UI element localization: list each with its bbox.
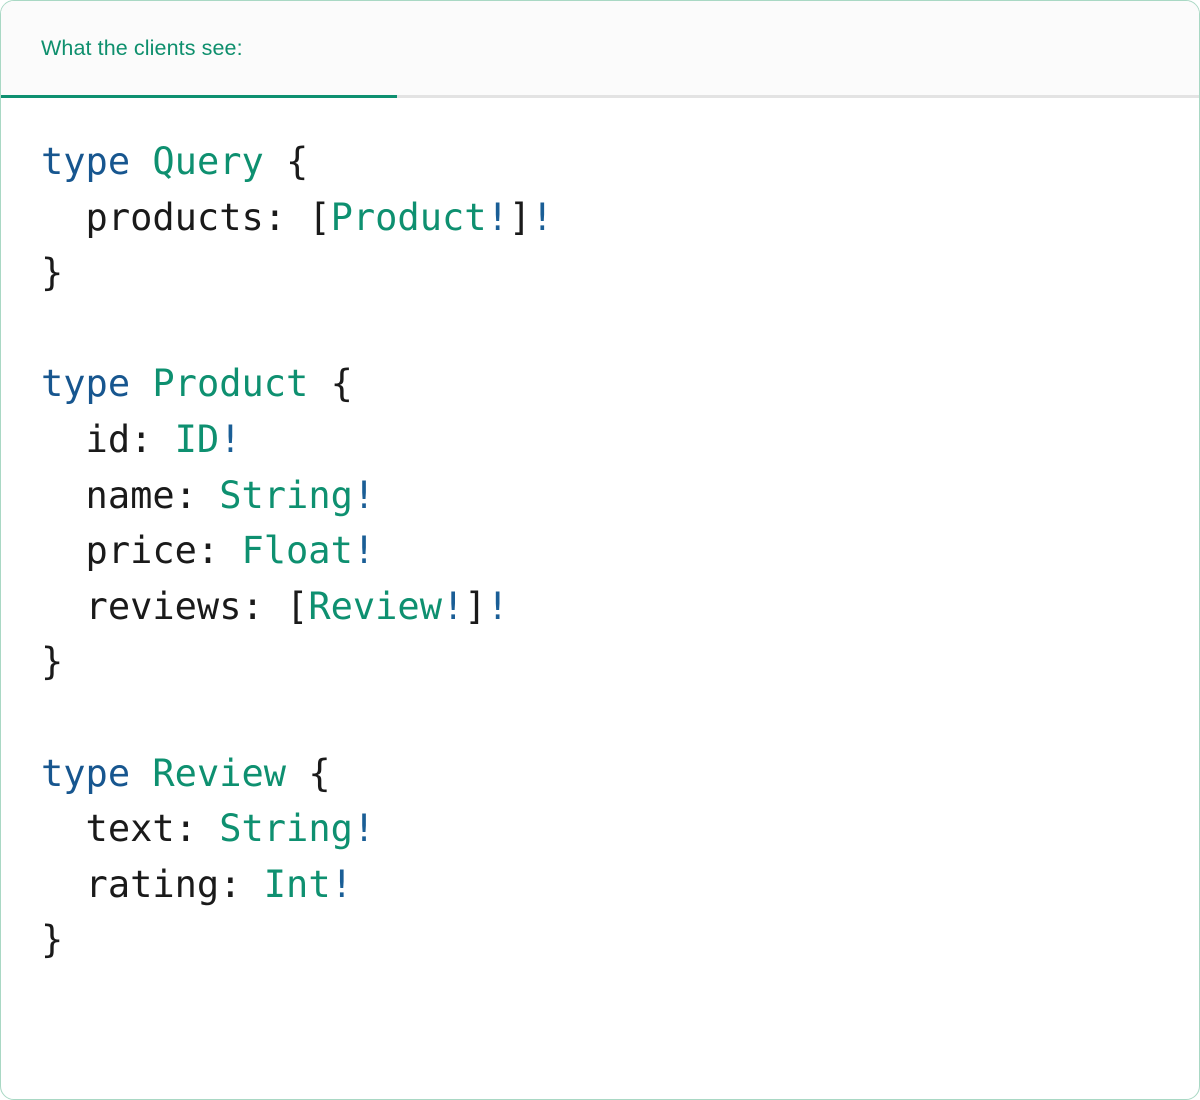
code-line: } — [41, 640, 63, 683]
code-line: id: ID! — [41, 418, 242, 461]
code-token-pn: name: — [41, 473, 220, 517]
code-line: rating: Int! — [41, 863, 353, 906]
code-line: type Query { — [41, 140, 308, 183]
code-token-bang: ! — [486, 195, 509, 239]
code-token-bang: ! — [330, 862, 353, 906]
code-token-tn: Query — [152, 140, 264, 183]
code-token-pn: reviews: — [41, 584, 287, 628]
code-token-kw: type — [41, 751, 131, 795]
code-token-pn: { — [308, 362, 353, 406]
code-token-tn: Int — [263, 862, 331, 906]
code-line: } — [41, 918, 63, 961]
code-token-brk: ] — [508, 195, 532, 239]
code-line: text: String! — [41, 807, 376, 851]
code-token-bang: ! — [352, 529, 376, 573]
tab-what-the-clients-see[interactable]: What the clients see: — [1, 1, 397, 98]
code-token-tn: String — [219, 807, 353, 851]
code-token-pn — [130, 140, 152, 183]
code-line: products: [Product!]! — [41, 195, 554, 239]
code-token-pn — [130, 752, 152, 795]
code-token-kw: type — [41, 362, 131, 406]
code-token-pn: products: — [41, 195, 309, 239]
code-token-tn: Product — [330, 195, 487, 239]
code-line: type Review { — [41, 752, 331, 795]
code-token-pn: } — [41, 918, 64, 962]
code-token-tn: String — [219, 473, 353, 517]
code-token-bang: ! — [352, 807, 376, 851]
code-blank-line: ​ — [41, 301, 1199, 357]
code-token-tn: Review — [308, 584, 442, 628]
code-token-tn: Review — [152, 751, 287, 795]
code-token-kw: type — [41, 140, 131, 183]
code-token-bang: ! — [441, 584, 465, 628]
code-line: price: Float! — [41, 529, 376, 573]
code-token-bang: ! — [352, 473, 376, 517]
code-token-brk: [ — [308, 195, 331, 239]
code-pane: type Query { products: [Product!]! } ​ty… — [1, 98, 1199, 968]
code-token-brk: ] — [464, 584, 487, 628]
code-token-pn — [130, 362, 152, 405]
code-token-pn: price: — [41, 529, 242, 573]
code-token-pn: { — [286, 751, 331, 795]
code-line: } — [41, 251, 63, 294]
code-line: reviews: [Review!]! — [41, 585, 509, 628]
code-token-brk: [ — [286, 584, 309, 628]
code-line: type Product { — [41, 362, 353, 405]
code-token-pn: } — [41, 251, 64, 295]
code-token-pn: text: — [41, 807, 220, 851]
code-token-pn: id: — [41, 417, 175, 461]
code-token-tn: Product — [152, 362, 309, 406]
graphql-schema-code[interactable]: type Query { products: [Product!]! } ​ty… — [1, 134, 1199, 968]
code-token-tn: Float — [241, 529, 353, 573]
tab-label: What the clients see: — [41, 35, 243, 60]
code-token-pn: } — [41, 640, 64, 684]
code-token-pn: rating: — [41, 862, 264, 906]
tab-strip: What the clients see: — [1, 1, 1199, 98]
code-blank-line: ​ — [41, 690, 1199, 746]
code-token-bang: ! — [219, 417, 242, 461]
code-token-tn: ID — [174, 417, 220, 461]
code-token-bang: ! — [486, 584, 509, 628]
code-token-pn: { — [263, 140, 309, 183]
code-token-bang: ! — [531, 195, 554, 239]
code-line: name: String! — [41, 473, 376, 517]
